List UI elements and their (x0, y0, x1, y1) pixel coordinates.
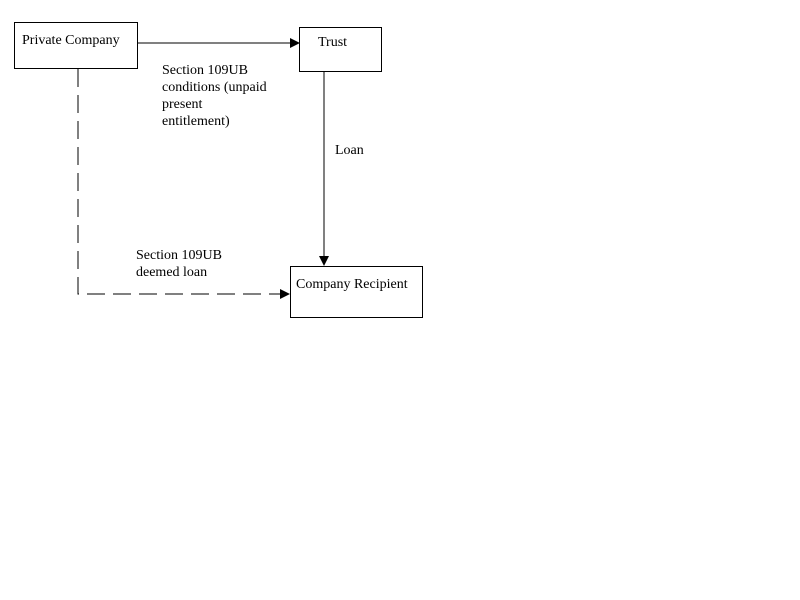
company-recipient-label: Company Recipient (296, 277, 408, 292)
company-recipient-box: Company Recipient (290, 266, 423, 318)
trust-box: Trust (299, 27, 382, 72)
section-109ub-conditions-label: Section 109UB conditions (unpaid present… (162, 63, 267, 129)
private-company-label: Private Company (22, 33, 120, 48)
private-company-box: Private Company (14, 22, 138, 69)
trust-label: Trust (318, 35, 348, 50)
deemed-loan-connector (77, 69, 290, 299)
loan-label: Loan (335, 143, 364, 158)
section-109ub-deemed-loan-label: Section 109UB deemed loan (136, 248, 222, 280)
